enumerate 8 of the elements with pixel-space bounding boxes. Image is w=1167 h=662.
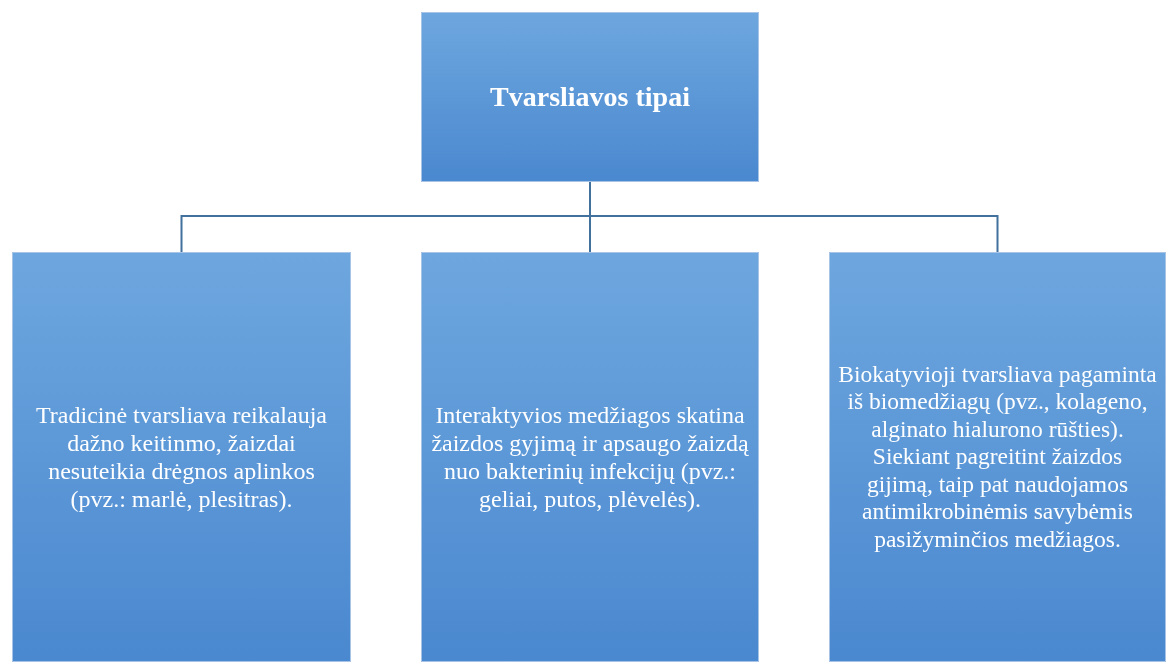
- box-text: Tradicinė tvarsliava reikalauja dažno keitinmo, žaizdai nesuteikia drėgnos aplinkos (pvz.: marlė, plesitras).: [35, 400, 328, 514]
- box-text: Interaktyvios medžiagos skatina žaizdos gyjimą ir apsaugo žaizdą nuo bakterinių infekcijų (pvz.: geliai, putos, plėvelės).: [430, 400, 750, 514]
- text-box: [421, 252, 759, 662]
- text-box: [12, 252, 351, 662]
- text-box: [829, 252, 1166, 662]
- box-heading: Tvarsliavos tipai: [490, 80, 690, 114]
- box-text: Biokatyvioji tvarsliava pagaminta iš biomedžiagų (pvz., kolageno, alginato hialurono rūšties). Siekiant pagreitint žaizdos gijimą, taip pat naudojamos antimikrobinėmis savybėmis pasižyminčios medžiagos.: [838, 360, 1157, 554]
- text-box: [421, 12, 759, 182]
